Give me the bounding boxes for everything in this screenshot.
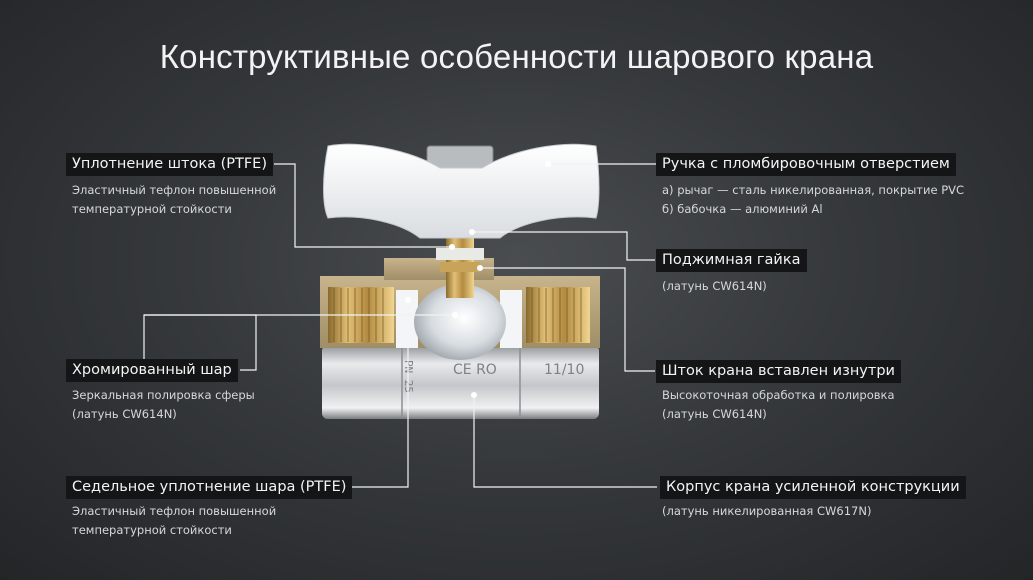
leader-nut	[472, 231, 655, 261]
handle-desc: а) рычаг — сталь никелированная, покрыти…	[662, 183, 965, 216]
valve-body	[322, 345, 599, 419]
leader-seat	[340, 300, 409, 488]
stem-seal-desc: Эластичный тефлон повышенной температурн…	[72, 183, 277, 216]
seat-seal-label: Седельное уплотнение шара (PTFE)	[66, 476, 353, 499]
stem-seal-label: Уплотнение штока (PTFE)	[66, 153, 273, 176]
seat-seal-desc: Эластичный тефлон повышенной температурн…	[72, 504, 277, 537]
butterfly-handle	[323, 143, 600, 239]
marking-middle: CE RO	[453, 362, 497, 378]
stem-assembly	[426, 145, 494, 298]
leader-body	[473, 395, 657, 488]
body-desc: (латунь никелированная CW617N)	[662, 504, 872, 518]
ball-label: Хромированный шар	[66, 359, 238, 382]
stem-desc: Высокоточная обработка и полировка (лату…	[662, 388, 895, 421]
stem-label: Шток крана вставлен изнутри	[656, 360, 901, 383]
nut-desc: (латунь CW614N)	[662, 279, 767, 293]
page-title: Конструктивные особенности шарового кран…	[159, 38, 874, 75]
leader-stem	[480, 267, 655, 372]
handle-label: Ручка с пломбировочным отверстием	[656, 153, 956, 176]
ball-desc: Зеркальная полировка сферы (латунь CW614…	[72, 388, 255, 421]
marking-right: 11/10	[544, 362, 585, 378]
body-label: Корпус крана усиленной конструкции	[660, 476, 966, 499]
leader-stem-seal	[274, 163, 452, 248]
ball	[414, 284, 506, 360]
nut-label: Поджимная гайка	[656, 249, 807, 272]
